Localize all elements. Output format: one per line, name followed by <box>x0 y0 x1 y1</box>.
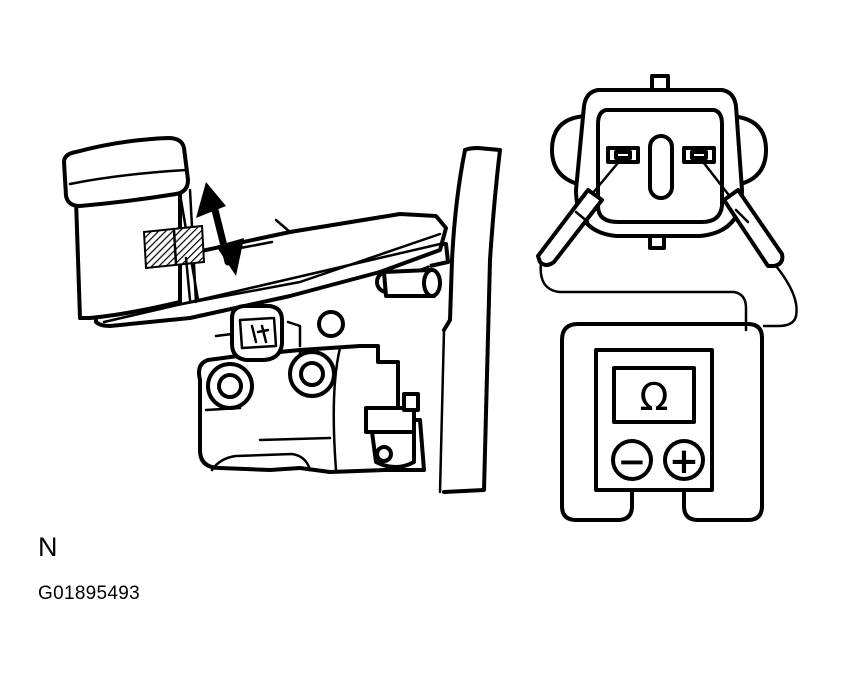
connector-test-setup: Ω − + <box>536 74 798 522</box>
figure-code: G01895493 <box>38 583 141 604</box>
positive-terminal <box>663 439 705 481</box>
connector-key <box>648 134 674 200</box>
view-letter: N <box>38 532 58 562</box>
sensor-connector <box>550 74 768 250</box>
negative-sign: − <box>618 442 647 482</box>
negative-terminal <box>611 439 653 481</box>
level-warning-switch-connector <box>214 304 302 362</box>
ohmmeter: Ω − + <box>594 348 714 492</box>
mount-bolt-right <box>288 350 336 398</box>
positive-sign: + <box>669 441 699 482</box>
reservoir-cap <box>62 136 190 208</box>
cylinder-body <box>197 238 450 474</box>
ohmmeter-display <box>612 366 696 424</box>
reservoir-tank <box>62 136 206 320</box>
mount-bolt-left <box>206 362 254 410</box>
level-range-arrow <box>196 182 244 276</box>
test-probe-right <box>698 156 785 268</box>
firewall-panel <box>438 146 502 494</box>
ohm-symbol: Ω <box>639 375 668 419</box>
test-leads <box>539 260 798 522</box>
master-cylinder-assembly <box>62 136 502 494</box>
